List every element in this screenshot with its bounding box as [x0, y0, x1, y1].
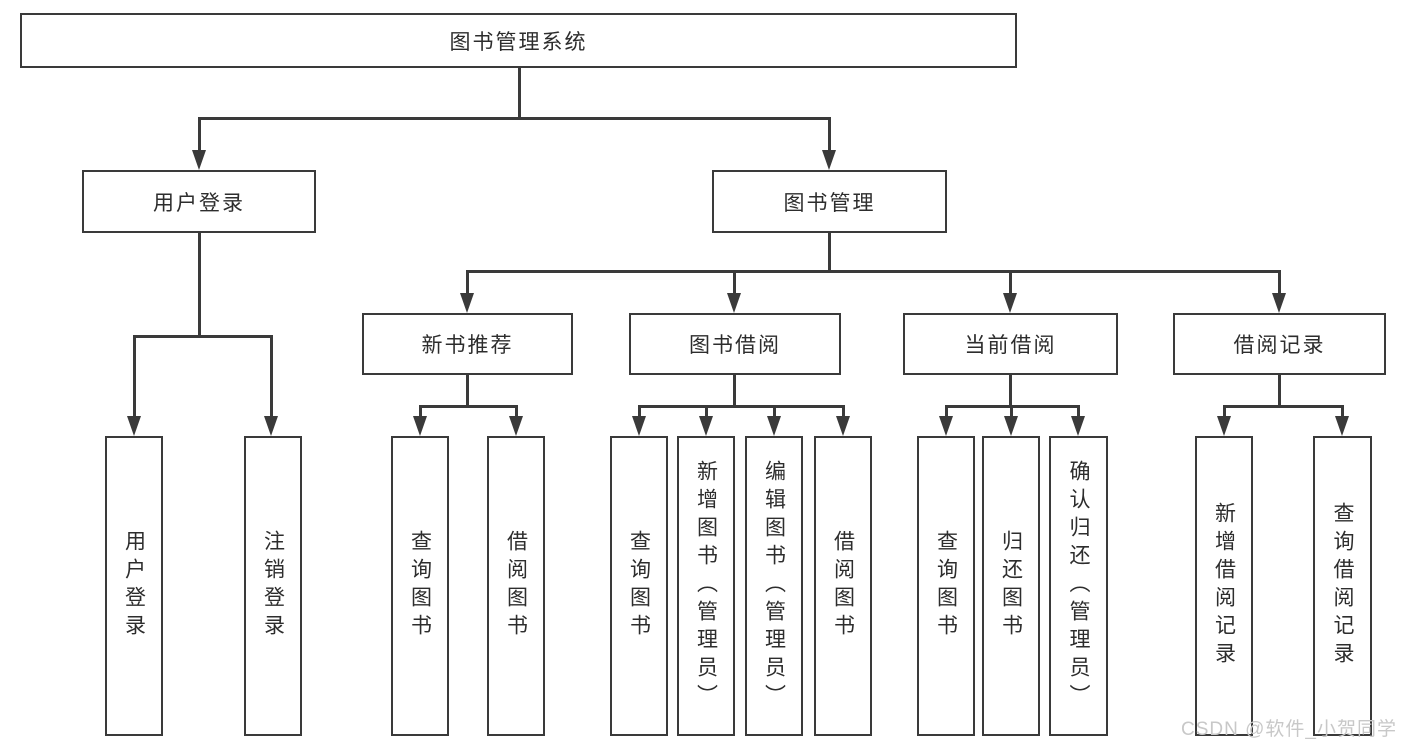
arrow-down-newbook — [460, 293, 474, 313]
leaf-current-query: 查询图书 — [917, 436, 975, 736]
node-book-management: 图书管理 — [712, 170, 947, 233]
connector-level2-split — [466, 270, 1281, 273]
leaf-records-add: 新增借阅记录 — [1195, 436, 1253, 736]
connector-drop-leaf-logout — [270, 335, 273, 420]
connector-drop-current-query — [945, 405, 948, 420]
arrow-down-newbook-query — [413, 416, 427, 436]
leaf-current-confirm-admin: 确认归还（管理员） — [1049, 436, 1108, 736]
connector-root-stem — [518, 68, 521, 118]
connector-drop-current — [1009, 270, 1012, 296]
connector-newbook-stem — [466, 375, 469, 408]
leaf-records-add-label: 新增借阅记录 — [1212, 502, 1236, 670]
connector-borrow-split — [638, 405, 844, 408]
node-root: 图书管理系统 — [20, 13, 1017, 68]
node-new-book-recommend: 新书推荐 — [362, 313, 573, 375]
connector-newbook-split — [419, 405, 518, 408]
leaf-newbook-borrow-label: 借阅图书 — [504, 530, 528, 642]
connector-login-split — [133, 335, 273, 338]
connector-drop-records-add — [1223, 405, 1226, 420]
arrow-down-book-management — [822, 150, 836, 170]
arrow-down-current-confirm — [1071, 416, 1085, 436]
connector-drop-newbook-borrow — [515, 405, 518, 420]
arrow-down-current-return — [1004, 416, 1018, 436]
arrow-down-records-query — [1335, 416, 1349, 436]
node-book-management-label: 图书管理 — [783, 191, 876, 215]
arrow-down-borrow — [727, 293, 741, 313]
arrow-down-records — [1272, 293, 1286, 313]
connector-drop-newbook-query — [419, 405, 422, 420]
arrow-down-current — [1003, 293, 1017, 313]
connector-drop-book-management — [828, 117, 831, 153]
leaf-logout: 注销登录 — [244, 436, 302, 736]
connector-drop-borrow-edit — [773, 405, 776, 420]
node-new-book-recommend-label: 新书推荐 — [421, 334, 514, 357]
leaf-user-login-label: 用户登录 — [122, 530, 146, 642]
leaf-borrow-borrow-label: 借阅图书 — [831, 530, 855, 642]
leaf-borrow-query: 查询图书 — [610, 436, 668, 736]
connector-level1-split — [198, 117, 831, 120]
arrow-down-newbook-borrow — [509, 416, 523, 436]
leaf-borrow-edit-admin: 编辑图书（管理员） — [745, 436, 803, 736]
connector-drop-current-return — [1010, 405, 1013, 420]
connector-drop-records — [1278, 270, 1281, 296]
node-book-borrow: 图书借阅 — [629, 313, 841, 375]
leaf-borrow-add-admin-label: 新增图书（管理员） — [694, 460, 718, 712]
csdn-watermark: CSDN @软件_小贺同学 — [1181, 719, 1397, 740]
connector-drop-current-confirm — [1077, 405, 1080, 420]
connector-drop-records-query — [1341, 405, 1344, 420]
arrow-down-borrow-borrow — [836, 416, 850, 436]
node-borrow-records: 借阅记录 — [1173, 313, 1386, 375]
leaf-newbook-query: 查询图书 — [391, 436, 449, 736]
node-user-login: 用户登录 — [82, 170, 316, 233]
arrow-down-leaf-logout — [264, 416, 278, 436]
connector-mgmt-stem — [828, 233, 831, 273]
leaf-current-confirm-admin-label: 确认归还（管理员） — [1067, 460, 1090, 712]
leaf-user-login: 用户登录 — [105, 436, 163, 736]
leaf-current-return: 归还图书 — [982, 436, 1040, 736]
connector-drop-borrow-query — [638, 405, 641, 420]
leaf-records-query: 查询借阅记录 — [1313, 436, 1372, 736]
connector-records-stem — [1278, 375, 1281, 408]
connector-records-split — [1223, 405, 1344, 408]
node-borrow-records-label: 借阅记录 — [1233, 334, 1326, 357]
leaf-current-query-label: 查询图书 — [934, 530, 958, 642]
leaf-borrow-add-admin: 新增图书（管理员） — [677, 436, 735, 736]
leaf-logout-label: 注销登录 — [261, 530, 285, 642]
node-root-label: 图书管理系统 — [449, 30, 588, 54]
arrow-down-records-add — [1217, 416, 1231, 436]
connector-drop-borrow — [733, 270, 736, 296]
node-user-login-label: 用户登录 — [153, 191, 245, 215]
connector-drop-borrow-borrow — [842, 405, 845, 420]
connector-drop-user-login — [198, 117, 201, 153]
connector-login-stem — [198, 233, 201, 338]
arrow-down-borrow-add — [699, 416, 713, 436]
leaf-current-return-label: 归还图书 — [999, 530, 1023, 642]
node-book-borrow-label: 图书借阅 — [689, 334, 781, 357]
arrow-down-current-query — [939, 416, 953, 436]
connector-drop-leaf-user-login — [133, 335, 136, 420]
node-current-borrow: 当前借阅 — [903, 313, 1118, 375]
leaf-borrow-edit-admin-label: 编辑图书（管理员） — [762, 460, 786, 712]
connector-drop-borrow-add — [705, 405, 708, 420]
leaf-borrow-borrow: 借阅图书 — [814, 436, 872, 736]
connector-borrow-stem — [733, 375, 736, 408]
node-current-borrow-label: 当前借阅 — [964, 334, 1057, 357]
leaf-newbook-borrow: 借阅图书 — [487, 436, 545, 736]
arrow-down-borrow-query — [632, 416, 646, 436]
arrow-down-leaf-user-login — [127, 416, 141, 436]
leaf-borrow-query-label: 查询图书 — [627, 530, 651, 642]
leaf-newbook-query-label: 查询图书 — [408, 530, 432, 642]
arrow-down-user-login — [192, 150, 206, 170]
leaf-records-query-label: 查询借阅记录 — [1331, 502, 1354, 670]
arrow-down-borrow-edit — [767, 416, 781, 436]
connector-drop-newbook — [466, 270, 469, 296]
connector-current-stem — [1009, 375, 1012, 408]
